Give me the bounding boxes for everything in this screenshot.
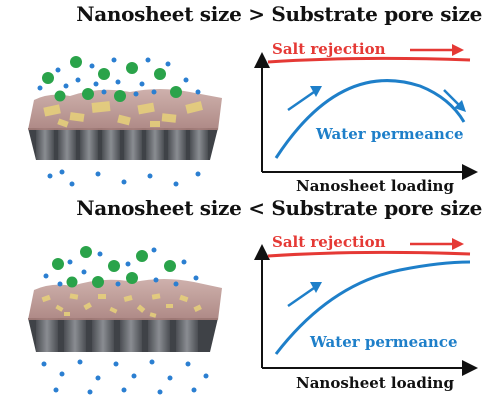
x-axis-label-top: Nanosheet loading	[296, 177, 454, 195]
substrate-bottom	[28, 318, 218, 352]
salt-ions-top	[42, 56, 182, 102]
water-rise-arrow-bottom	[287, 282, 322, 308]
nanosheets-bottom	[41, 293, 202, 318]
salt-rejection-label-bottom: Salt rejection	[272, 233, 386, 251]
heading-large-nanosheets: Nanosheet size > Substrate pore size	[76, 2, 482, 26]
nanosheets-top	[43, 101, 203, 128]
salt-trend-arrow-bottom	[410, 238, 464, 250]
water-permeance-label-bottom: Water permeance	[310, 333, 458, 351]
membrane-top	[28, 56, 222, 187]
salt-trend-arrow-top	[410, 44, 464, 56]
water-permeance-curve-bottom	[274, 260, 471, 355]
water-molecules-top	[37, 57, 201, 187]
water-rise-arrow-top	[287, 86, 322, 112]
x-axis-label-bottom: Nanosheet loading	[296, 374, 454, 392]
water-molecules-bottom	[41, 247, 209, 395]
salt-ions-bottom	[52, 246, 176, 288]
plot-bottom	[254, 238, 478, 376]
heading-small-nanosheets: Nanosheet size < Substrate pore size	[76, 196, 482, 220]
salt-rejection-line-bottom	[267, 250, 471, 258]
water-permeance-curve-top	[274, 79, 466, 159]
plot-top	[254, 44, 478, 180]
water-fall-arrow-top	[443, 89, 466, 112]
salt-rejection-label-top: Salt rejection	[272, 40, 386, 58]
water-permeance-label-top: Water permeance	[316, 125, 464, 143]
salt-rejection-line-top	[267, 56, 471, 64]
substrate-top	[28, 128, 218, 160]
membrane-bottom	[28, 246, 222, 395]
